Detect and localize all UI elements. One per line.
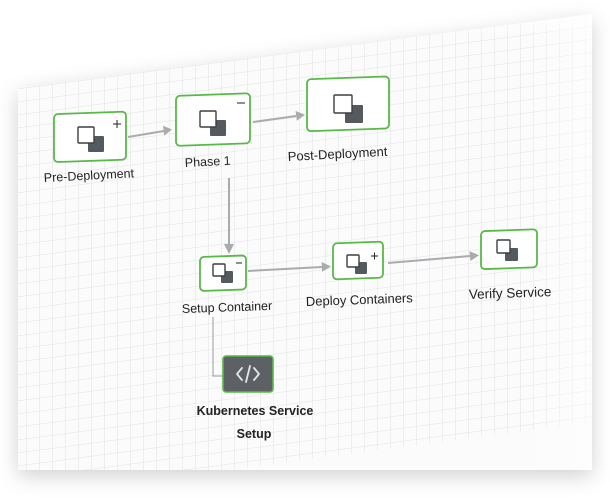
code-brackets-icon xyxy=(236,365,260,383)
edge-pre-to-phase1 xyxy=(127,130,165,138)
node-phase-1[interactable]: Phase 1 xyxy=(175,92,251,170)
node-pre-deployment[interactable]: Pre-Deployment xyxy=(43,110,135,185)
expand-plus-icon[interactable] xyxy=(113,120,121,128)
node-setup-container[interactable]: Setup Container xyxy=(182,254,273,316)
edge-deploy-to-verify xyxy=(387,255,471,264)
stacked-squares-icon xyxy=(496,239,518,261)
node-label: Pre-Deployment xyxy=(43,166,134,185)
node-deploy-containers[interactable]: Deploy Containers xyxy=(306,240,414,309)
edge-setup-to-deploy xyxy=(247,266,323,272)
arrowhead xyxy=(163,125,172,136)
node-post-deployment[interactable]: Post-Deployment xyxy=(287,75,390,164)
stacked-squares-icon xyxy=(346,254,367,274)
arrowhead xyxy=(469,251,479,261)
expand-plus-icon[interactable] xyxy=(371,252,378,260)
edge-phase1-to-post xyxy=(252,115,297,123)
node-label-line-1: Kubernetes Service xyxy=(197,404,314,418)
arrowhead xyxy=(224,244,234,254)
stacked-squares-icon xyxy=(77,126,104,152)
edges xyxy=(127,111,479,377)
stacked-squares-icon xyxy=(212,263,233,283)
node-label-line-2: Setup xyxy=(237,427,272,441)
arrowhead xyxy=(295,111,305,121)
node-verify-service[interactable]: Verify Service xyxy=(469,228,552,302)
stacked-squares-icon xyxy=(333,94,363,123)
edge-setup-to-kubernetes xyxy=(212,317,224,377)
node-label: Setup Container xyxy=(182,299,273,316)
arrowhead xyxy=(321,262,331,272)
node-label: Post-Deployment xyxy=(287,144,388,164)
stacked-squares-icon xyxy=(199,110,226,136)
node-label: Verify Service xyxy=(469,284,552,302)
node-label: Phase 1 xyxy=(184,154,231,170)
node-kubernetes-service-setup[interactable]: Kubernetes Service Setup xyxy=(197,355,314,441)
node-label: Deploy Containers xyxy=(306,290,414,309)
